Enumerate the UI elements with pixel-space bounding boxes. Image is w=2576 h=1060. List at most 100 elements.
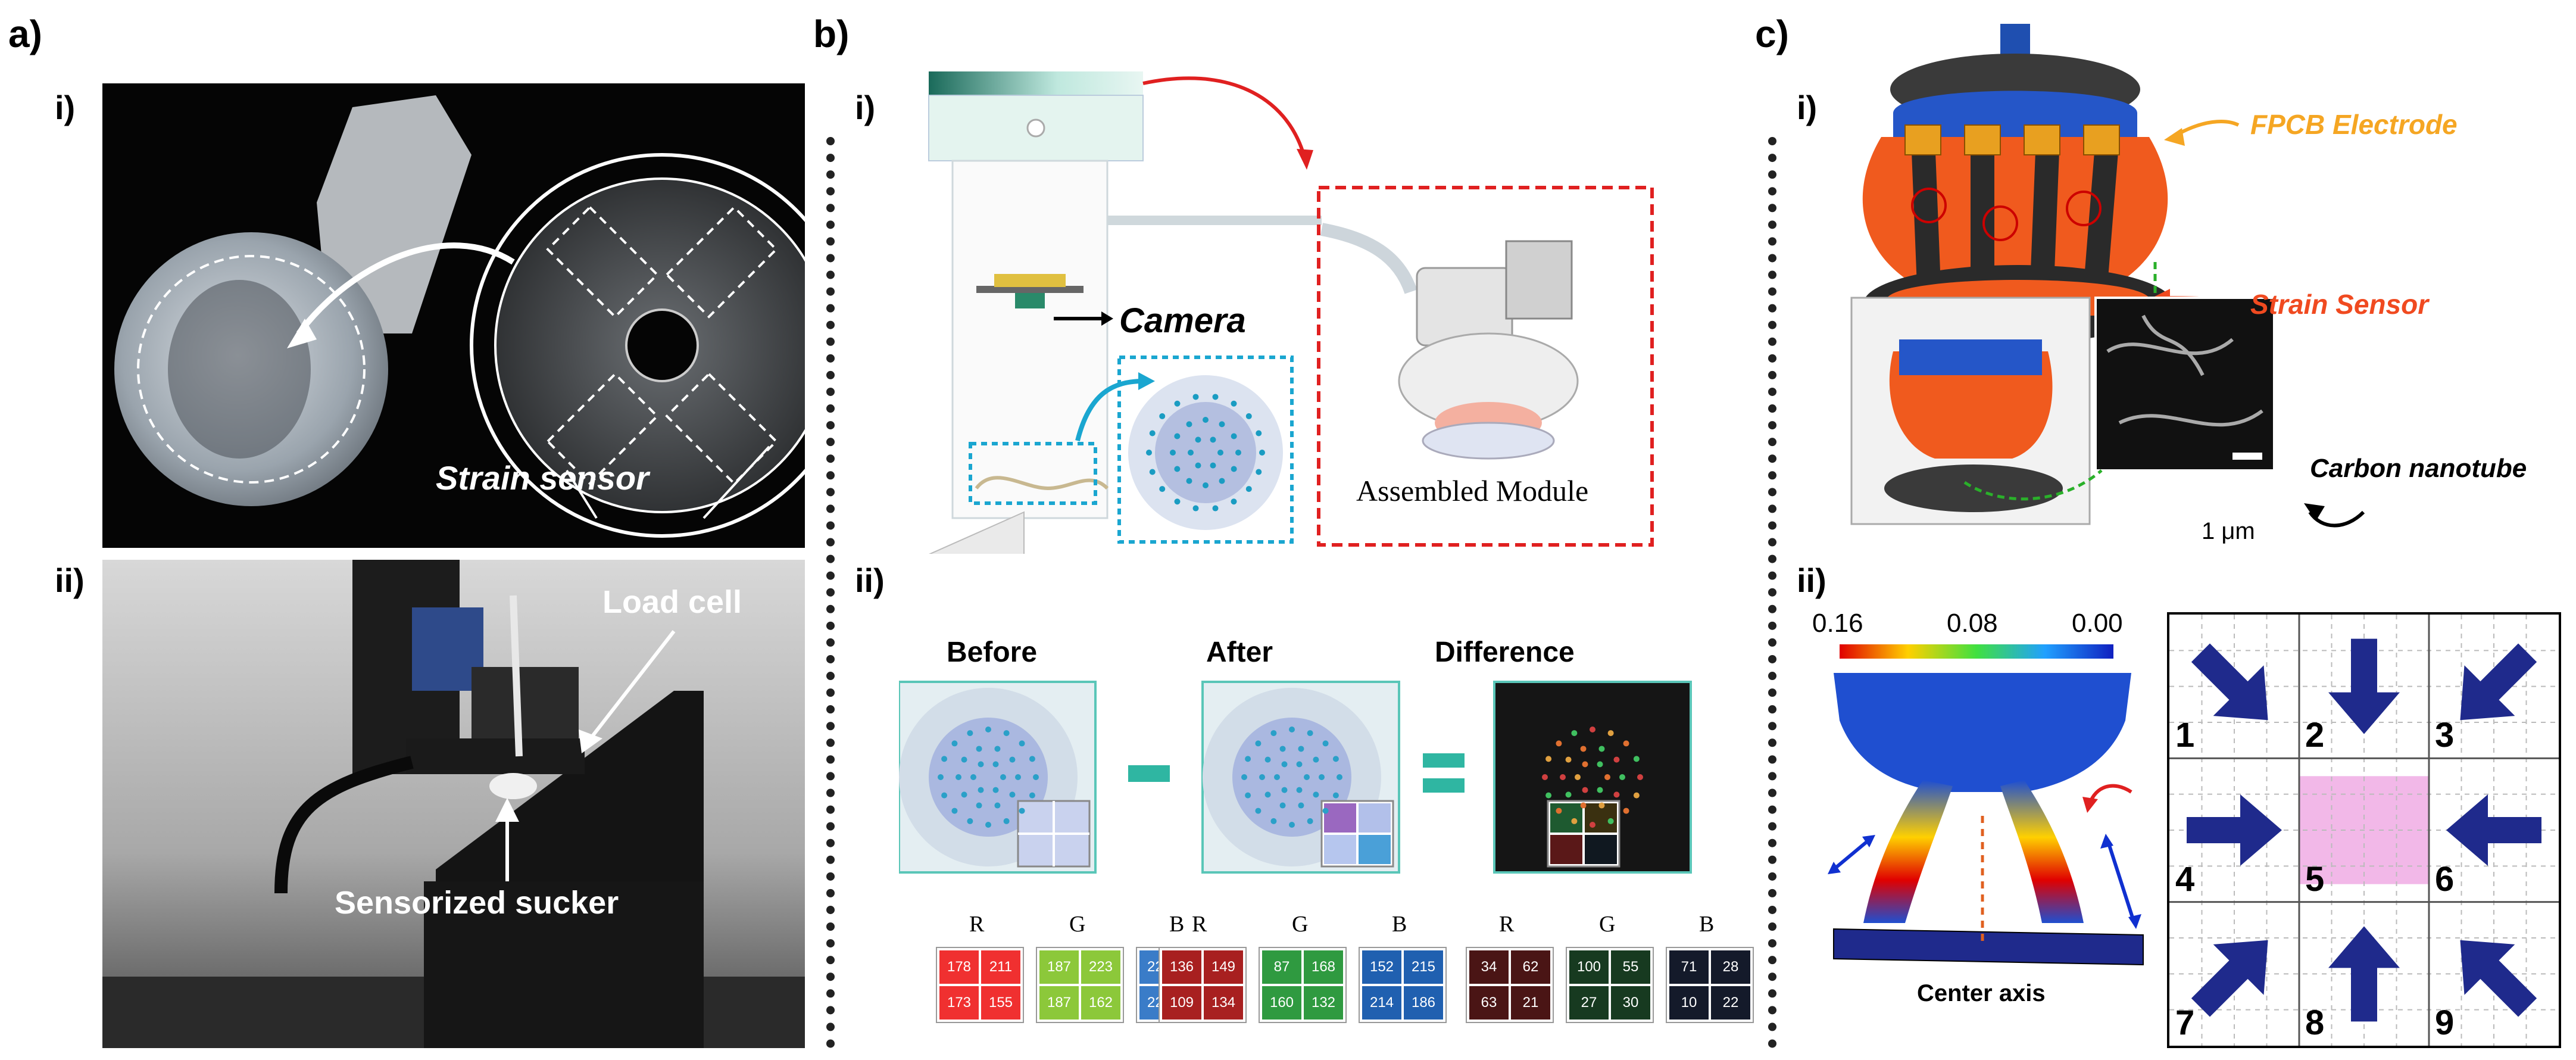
strain-colorbar bbox=[1840, 644, 2113, 659]
marker-dot bbox=[1195, 437, 1201, 443]
rgb-value-cell: 155 bbox=[981, 986, 1020, 1020]
marker-dot bbox=[1307, 818, 1313, 824]
panel-a-letter: a) bbox=[8, 13, 42, 55]
marker-dot bbox=[1231, 498, 1237, 505]
marker-dot bbox=[1210, 462, 1216, 469]
marker-dot bbox=[1270, 818, 1277, 824]
marker-dot bbox=[1274, 774, 1280, 780]
image-comparison bbox=[899, 681, 1692, 874]
marker-dot bbox=[1597, 761, 1603, 768]
after-title: After bbox=[1206, 637, 1273, 668]
camera-label: Camera bbox=[1119, 301, 1246, 340]
marker-dot bbox=[1192, 505, 1199, 512]
rgb-value-cell: 136 bbox=[1162, 950, 1201, 984]
marker-dot bbox=[1245, 413, 1252, 419]
colorbar-tick-min: 0.00 bbox=[2072, 609, 2123, 638]
panel-b-ii-label: ii) bbox=[855, 562, 885, 599]
marker-dot bbox=[1319, 774, 1325, 780]
panel-c-divider bbox=[1768, 137, 1776, 1048]
gripper-illustration bbox=[1850, 24, 2365, 528]
rgb-value-cell: 10 bbox=[1669, 986, 1709, 1020]
marker-dot bbox=[1623, 740, 1629, 747]
center-axis-label: Center axis bbox=[1917, 980, 2046, 1006]
channel-label-b: B bbox=[1699, 912, 1715, 937]
panel-b-divider bbox=[826, 137, 835, 1048]
marker-dot bbox=[1332, 792, 1339, 799]
carbon-nanotube-label: Carbon nanotube bbox=[2310, 454, 2527, 483]
marker-dot bbox=[1580, 802, 1587, 809]
difference-title: Difference bbox=[1435, 637, 1575, 668]
rgb-value-cell: 215 bbox=[1404, 950, 1443, 984]
rgb-value-cell: 62 bbox=[1511, 950, 1550, 984]
rgb-value-cell: 186 bbox=[1404, 986, 1443, 1020]
marker-dot bbox=[1545, 756, 1552, 762]
marker-dot bbox=[1307, 730, 1313, 737]
marker-dot bbox=[1560, 774, 1566, 780]
load-cell-setup-photo: Load cell Sensorized sucker bbox=[102, 560, 805, 1048]
marker-dot bbox=[1186, 478, 1192, 484]
marker-dot bbox=[967, 730, 973, 737]
grid-number-2: 2 bbox=[2305, 716, 2325, 755]
marker-dot bbox=[1597, 787, 1603, 793]
marker-dot bbox=[1000, 774, 1006, 780]
marker-dot bbox=[1607, 730, 1614, 737]
rgb-value-cell: 30 bbox=[1611, 986, 1650, 1020]
marker-dot bbox=[1281, 787, 1288, 793]
marker-dot bbox=[1019, 808, 1025, 814]
marker-dot bbox=[1580, 746, 1587, 752]
rgb-value-cell: 28 bbox=[1711, 950, 1750, 984]
marker-dot bbox=[1556, 740, 1562, 747]
marker-dot bbox=[1337, 774, 1342, 780]
sucker-photo: Strain sensor bbox=[102, 83, 805, 548]
marker-dot bbox=[1188, 450, 1194, 456]
marker-dot bbox=[1029, 792, 1035, 799]
marker-dot bbox=[1270, 730, 1277, 737]
panel-a-i-label: i) bbox=[55, 89, 76, 126]
marker-dot bbox=[1159, 486, 1166, 492]
channel-label-r: R bbox=[1192, 912, 1207, 937]
marker-dot bbox=[961, 791, 967, 798]
marker-dot bbox=[1174, 466, 1181, 472]
rgb-value-cell: 223 bbox=[1081, 950, 1120, 984]
marker-dot bbox=[976, 746, 982, 752]
marker-dot bbox=[1212, 394, 1219, 400]
marker-dot bbox=[1029, 756, 1035, 762]
marker-dot bbox=[1186, 421, 1192, 428]
marker-dot bbox=[1195, 462, 1201, 469]
rgb-value-cell: 214 bbox=[1362, 986, 1401, 1020]
marker-dot bbox=[1264, 791, 1271, 798]
channel-label-b: B bbox=[1169, 912, 1185, 937]
rgb-value-cell: 55 bbox=[1611, 950, 1650, 984]
marker-dot bbox=[1590, 822, 1595, 828]
marker-dot bbox=[1542, 774, 1548, 780]
rgb-value-cell: 71 bbox=[1669, 950, 1709, 984]
marker-dot bbox=[1279, 802, 1286, 809]
marker-dot bbox=[951, 808, 958, 814]
marker-dot bbox=[976, 802, 982, 809]
marker-dot bbox=[1219, 478, 1225, 484]
marker-dot bbox=[1033, 774, 1039, 780]
channel-label-g: G bbox=[1599, 912, 1616, 937]
scale-bar-label: 1 μm bbox=[2202, 518, 2255, 544]
grid-number-4: 4 bbox=[2175, 859, 2195, 899]
rgb-value-cell: 173 bbox=[939, 986, 979, 1020]
marker-dot bbox=[1613, 791, 1620, 798]
rgb-value-cell: 109 bbox=[1162, 986, 1201, 1020]
grid-number-1: 1 bbox=[2175, 716, 2195, 755]
marker-dot bbox=[1149, 430, 1156, 437]
marker-dot bbox=[1313, 791, 1319, 798]
direction-arrow-6 bbox=[2446, 794, 2541, 866]
marker-dot bbox=[1590, 727, 1595, 732]
marker-dot bbox=[956, 774, 961, 780]
assembled-module-label: Assembled Module bbox=[1356, 474, 1589, 507]
marker-dot bbox=[967, 818, 973, 824]
direction-arrow-1 bbox=[2191, 643, 2268, 721]
before-title: Before bbox=[947, 637, 1038, 668]
direction-arrow-4 bbox=[2187, 794, 2282, 866]
panel-b-letter: b) bbox=[813, 13, 850, 55]
marker-dot bbox=[1217, 450, 1223, 456]
load-cell-illustration bbox=[102, 560, 805, 1048]
